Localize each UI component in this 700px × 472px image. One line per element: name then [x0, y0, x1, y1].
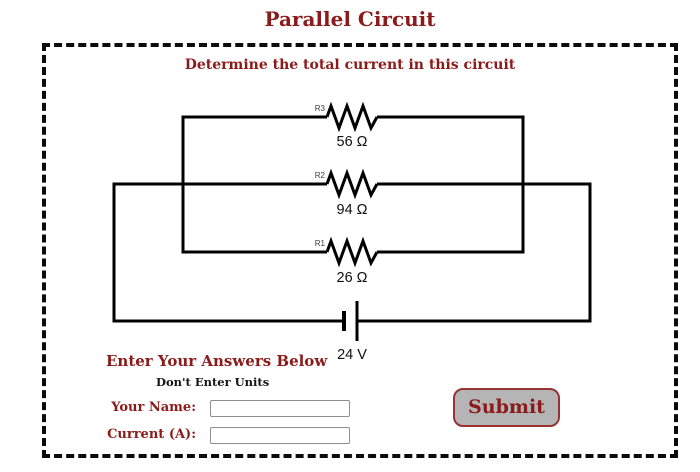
answers-heading: Enter Your Answers Below: [106, 352, 328, 370]
wire-outer-loop-right: [357, 182, 592, 323]
resistor-r1-symbol: [325, 236, 379, 268]
resistor-r3-value: 56 Ω: [337, 134, 368, 150]
wire-outer-loop-left: [112, 182, 344, 323]
page-title: Parallel Circuit: [264, 7, 436, 31]
resistor-r1-value: 26 Ω: [337, 270, 368, 286]
battery-voltage-label: 24 V: [337, 347, 367, 363]
name-field-label: Your Name:: [111, 400, 196, 415]
instruction-text: Determine the total current in this circ…: [184, 57, 516, 73]
name-input[interactable]: [210, 400, 350, 417]
resistor-r2-symbol: [325, 168, 379, 200]
answers-note: Don't Enter Units: [156, 375, 270, 389]
resistor-r2-id: R2: [315, 171, 326, 180]
resistor-r3-symbol: [325, 101, 379, 133]
resistor-r2-value: 94 Ω: [337, 202, 368, 218]
resistor-r1-id: R1: [315, 239, 326, 248]
current-input[interactable]: [210, 427, 350, 444]
submit-button[interactable]: Submit: [453, 388, 560, 427]
resistor-r3-id: R3: [315, 104, 326, 113]
current-field-label: Current (A):: [107, 427, 196, 442]
worksheet-frame: [42, 43, 678, 458]
